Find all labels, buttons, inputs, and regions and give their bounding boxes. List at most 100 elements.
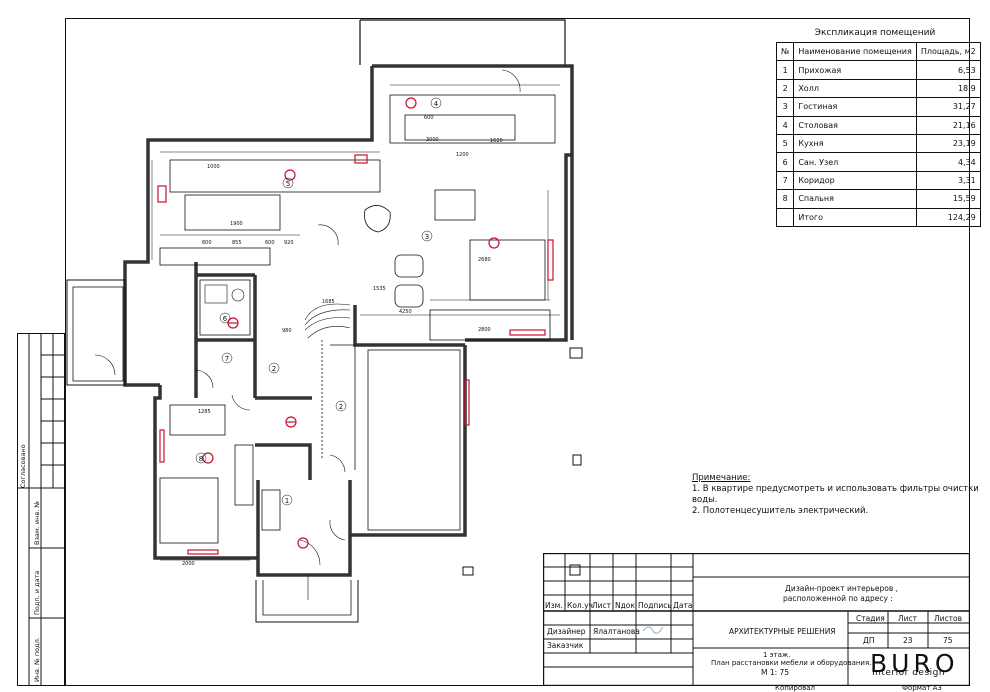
svg-text:2800: 2800 (478, 327, 491, 333)
room-number: 5 (286, 180, 290, 188)
svg-text:1285: 1285 (198, 409, 211, 415)
room-number: 4 (434, 100, 439, 108)
row-area: 124,29 (915, 207, 981, 227)
copied-label: Копировал (775, 684, 815, 692)
row-num: 5 (775, 133, 795, 154)
room-number: 6 (223, 315, 228, 323)
sign-date-label: Подп. и дата (33, 570, 41, 615)
svg-text:920: 920 (284, 240, 294, 246)
col-izm: Изм. (545, 601, 563, 610)
svg-text:1200: 1200 (456, 152, 469, 158)
sheet-frame (65, 18, 970, 686)
section-title: АРХИТЕКТУРНЫЕ РЕШЕНИЯ (729, 627, 836, 636)
svg-text:980: 980 (282, 328, 292, 334)
svg-text:600: 600 (424, 115, 434, 121)
svg-text:3000: 3000 (426, 137, 439, 143)
svg-text:1620: 1620 (490, 138, 503, 144)
room-number: 7 (225, 355, 229, 363)
left-stamp-strip (17, 333, 65, 686)
row-num: 1 (775, 60, 795, 80)
buro-logo: BURO (870, 649, 959, 678)
column-header-name: Наименование помещения (793, 41, 917, 62)
table-header-row: № Наименование помещения Площадь, м2 (775, 41, 981, 62)
note-item: 2. Полотенцесушитель электрический. (692, 506, 869, 516)
svg-text:800: 800 (202, 240, 212, 246)
row-area: 23,19 (915, 133, 981, 154)
room-number: 8 (199, 455, 203, 463)
scale: М 1: 75 (761, 668, 790, 677)
column-header-area: Площадь, м2 (915, 41, 981, 62)
row-name: Прихожая (793, 60, 917, 80)
col-data: Дата (673, 601, 693, 610)
row-name: Столовая (793, 115, 917, 135)
inv-replace-label: Взам. инв. № (33, 500, 41, 545)
drawing-title-1: 1 этаж. (763, 651, 791, 659)
row-name: Кухня (793, 133, 917, 154)
col-koluch: Кол.уч (567, 601, 593, 610)
stage-value: ДП (863, 636, 875, 645)
agreed-label: Согласовано (19, 444, 27, 488)
sheet-label: Лист (898, 614, 918, 623)
explication-title: Экспликация помещений (814, 28, 936, 38)
row-name: Холл (793, 78, 917, 99)
room-number: 1 (285, 497, 289, 505)
row-name: Коридор (793, 170, 917, 191)
row-name: Сан. Узел (793, 152, 917, 172)
project-line-2: расположенной по адресу : (783, 594, 893, 603)
row-area: 21,16 (915, 115, 981, 135)
row-area: 18,9 (915, 78, 981, 99)
svg-text:855: 855 (232, 240, 242, 246)
notes-title: Примечание: (692, 473, 751, 483)
designer-name: Ялалтанова (593, 627, 640, 636)
stage-label: Стадия (856, 614, 885, 623)
inv-orig-label: Инв. № подл. (33, 637, 41, 682)
note-item: 1. В квартире предусмотреть и использова… (692, 484, 979, 505)
role-designer: Дизайнер (547, 627, 586, 636)
room-number: 2 (339, 403, 343, 411)
svg-text:600: 600 (265, 240, 275, 246)
row-area: 31,27 (915, 97, 981, 117)
row-num: 8 (775, 189, 795, 209)
svg-text:1000: 1000 (207, 164, 220, 170)
title-block (543, 553, 970, 686)
row-area: 3,31 (915, 170, 981, 191)
col-ndok: Nдок. (615, 601, 638, 610)
row-num: 3 (775, 97, 795, 117)
row-num: 2 (775, 78, 795, 99)
sheets-value: 75 (943, 636, 953, 645)
row-area: 15,59 (915, 189, 981, 209)
row-name: Итого (793, 207, 917, 227)
row-num: 4 (775, 115, 795, 135)
room-number: 2 (272, 365, 276, 373)
column-header-num: № (775, 41, 795, 62)
row-num: 6 (775, 152, 795, 172)
drawing-title-2: План расстановки мебели и оборудования. (711, 659, 872, 667)
row-num: 7 (775, 170, 795, 191)
svg-text:4250: 4250 (399, 309, 412, 315)
row-num (775, 207, 795, 227)
svg-text:2000: 2000 (182, 561, 195, 567)
svg-text:1900: 1900 (230, 221, 243, 227)
role-client: Заказчик (547, 641, 584, 650)
sheet-value: 23 (903, 636, 913, 645)
svg-text:2680: 2680 (478, 257, 491, 263)
row-area: 4,34 (915, 152, 981, 172)
col-podpis: Подпись (638, 601, 672, 610)
svg-text:1535: 1535 (373, 286, 386, 292)
format-label: Формат А3 (902, 684, 942, 692)
svg-text:1685: 1685 (322, 299, 335, 305)
buro-logo-sub: Interior design (872, 668, 946, 678)
room-number: 3 (425, 233, 429, 241)
